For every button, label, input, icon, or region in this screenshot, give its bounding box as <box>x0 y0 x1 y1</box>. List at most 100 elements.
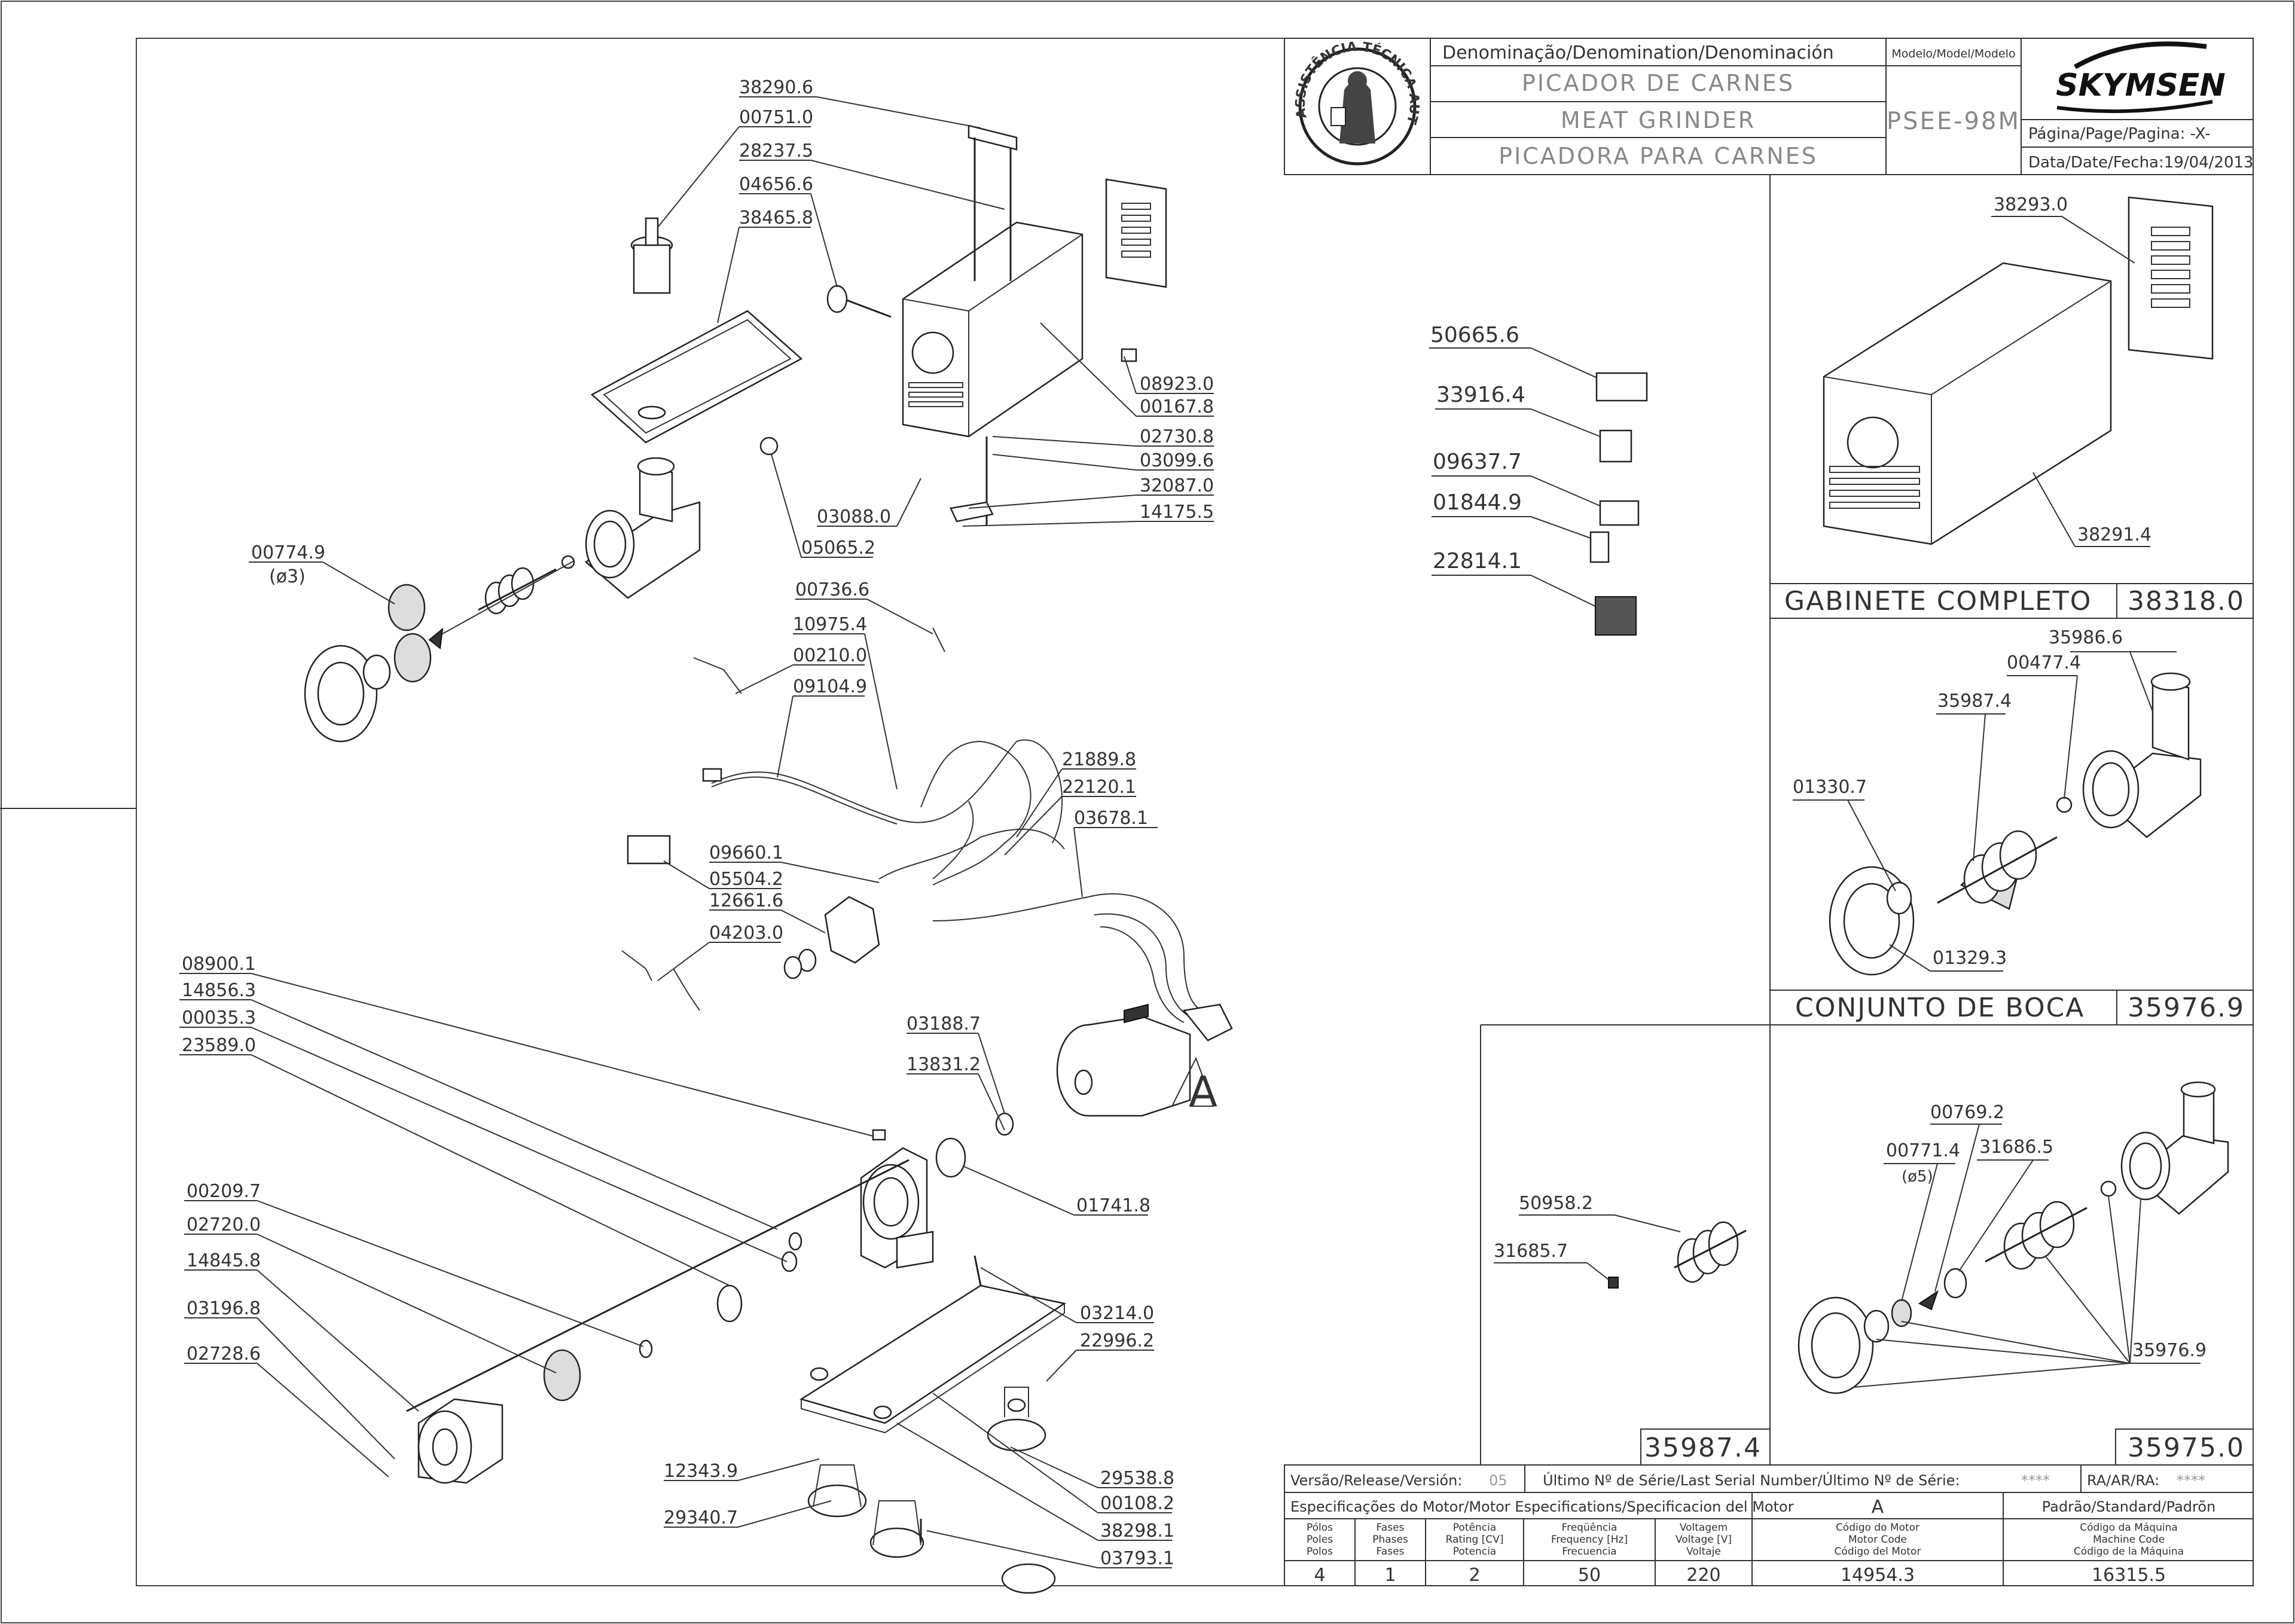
label-00751-0: 00751.0 <box>739 107 813 128</box>
serial-label: Último Nº de Série/Last Serial Number/Úl… <box>1543 1471 1960 1489</box>
decal-01844-9 <box>1589 531 1610 563</box>
product-name-pt: PICADOR DE CARNES <box>1522 70 1795 96</box>
authorized-service-seal: ASSISTÊNCIA TÉCNICA AUTORIZADA <box>0 0 1421 166</box>
gabinete-title: GABINETE COMPLETO <box>1784 586 2092 616</box>
label-09660-1: 09660.1 <box>709 842 783 863</box>
boca-code: 35976.9 <box>2128 993 2245 1023</box>
col-voltage-h3: Voltaje <box>1686 1546 1721 1558</box>
mouth-assembly-drawing <box>1829 672 2202 976</box>
label-03088-0: 03088.0 <box>817 506 891 527</box>
label-03188-7: 03188.7 <box>907 1014 981 1034</box>
boca5-code: 35975.0 <box>2128 1433 2245 1463</box>
label-05504-2: 05504.2 <box>709 869 783 890</box>
col-voltage-value: 220 <box>1686 1565 1720 1586</box>
motor-spec-title: Especificações do Motor/Motor Especifica… <box>1290 1498 1794 1515</box>
motor-spec-table: Especificações do Motor/Motor Especifica… <box>1284 1492 2254 1586</box>
svg-text:ASSISTÊNCIA TÉCNICA AUTORIZADA: ASSISTÊNCIA TÉCNICA AUTORIZADA <box>0 0 1421 126</box>
label-35986-6: 35986.6 <box>2049 627 2123 648</box>
denomination-label: Denominação/Denomination/Denominación <box>1442 42 1834 63</box>
label-00035-3: 00035.3 <box>182 1008 256 1028</box>
title-block: ASSISTÊNCIA TÉCNICA AUTORIZADA Denominaç… <box>0 0 2254 175</box>
label-38290-6: 38290.6 <box>739 77 813 98</box>
label-04203-0: 04203.0 <box>709 923 783 944</box>
label-29340-7: 29340.7 <box>664 1507 738 1528</box>
label-00736-6: 00736.6 <box>795 579 869 600</box>
label-31686-5: 31686.5 <box>1979 1137 2053 1158</box>
label-01329-3: 01329.3 <box>1933 948 2007 969</box>
label-38298-1: 38298.1 <box>1100 1521 1174 1541</box>
label-14175-5: 14175.5 <box>1140 502 1214 523</box>
label-21889-8: 21889.8 <box>1062 749 1136 770</box>
product-name-en: MEAT GRINDER <box>1561 107 1756 133</box>
col-machine-code-h2: Machine Code <box>2093 1534 2165 1546</box>
label-50958-2: 50958.2 <box>1519 1193 1593 1214</box>
col-rating-h3: Potencia <box>1453 1546 1496 1558</box>
col-frequency-value: 50 <box>1578 1565 1601 1586</box>
label-01844-9: 01844.9 <box>1433 490 1522 515</box>
label-14845-8: 14845.8 <box>187 1250 261 1271</box>
ra-label: RA/AR/RA: <box>2087 1472 2159 1489</box>
label-28237-5: 28237.5 <box>739 141 813 161</box>
decal-50665-6 <box>1595 372 1648 402</box>
col-poles-h2: Poles <box>1307 1534 1333 1546</box>
label-05065-2: 05065.2 <box>801 538 875 558</box>
drawing-frame <box>136 38 2254 1586</box>
decals-column: 50665.6 33916.4 09637.7 01844.9 22814.1 <box>1429 323 1648 636</box>
decal-22814-1 <box>1595 596 1637 636</box>
label-38293-0: 38293.0 <box>1994 194 2068 215</box>
boca-title: CONJUNTO DE BOCA <box>1795 993 2085 1023</box>
label-01741-8: 01741.8 <box>1076 1195 1150 1216</box>
label-02720-0: 02720.0 <box>187 1214 261 1235</box>
label-12343-9: 12343.9 <box>664 1461 738 1482</box>
col-motor-code-value: 14954.3 <box>1841 1565 1915 1586</box>
motor-spec-letter: A <box>1872 1497 1884 1518</box>
label-29538-8: 29538.8 <box>1100 1468 1174 1489</box>
model-label: Modelo/Model/Modelo <box>1891 47 2015 60</box>
col-poles-h3: Polos <box>1307 1546 1333 1558</box>
col-rating-value: 2 <box>1469 1565 1480 1586</box>
decal-09637-7 <box>1599 500 1640 526</box>
skymsen-logo: SKYMSEN <box>2056 41 2226 114</box>
motor-letter-a: A <box>1189 1067 1217 1116</box>
decal-33916-4 <box>1599 429 1632 463</box>
col-motor-code-h3: Código del Motor <box>1835 1546 1921 1558</box>
label-00167-8: 00167.8 <box>1140 396 1214 417</box>
standard-label: Padrão/Standard/Padrõn <box>2042 1498 2216 1515</box>
label-32087-0: 32087.0 <box>1140 475 1214 496</box>
label-31685-7: 31685.7 <box>1494 1241 1568 1262</box>
boca5-panel: 35975.0 00771.4 (ø5) 00769.2 31686.5 <box>1797 1081 2245 1463</box>
serial-value: **** <box>2021 1472 2050 1489</box>
brand-name: SKYMSEN <box>2056 68 2226 103</box>
col-phases-h2: Phases <box>1372 1534 1408 1546</box>
label-phi3: (ø3) <box>269 566 306 587</box>
label-35987-4: 35987.4 <box>1937 691 2012 712</box>
label-00209-7: 00209.7 <box>187 1181 261 1202</box>
gabinete-code: 38318.0 <box>2128 586 2245 616</box>
label-23589-0: 23589.0 <box>182 1035 256 1056</box>
label-02730-8: 02730.8 <box>1140 426 1214 447</box>
label-09104-9: 09104.9 <box>793 676 867 697</box>
label-00210-0: 00210.0 <box>793 645 867 666</box>
ra-value: **** <box>2177 1472 2205 1489</box>
label-00771-4: 00771.4 <box>1886 1140 1960 1161</box>
label-09637-7: 09637.7 <box>1433 450 1522 474</box>
col-phases-value: 1 <box>1384 1565 1396 1586</box>
label-38291-4: 38291.4 <box>2077 524 2151 545</box>
page-indicator: Página/Page/Pagina: -X- <box>2028 125 2211 143</box>
col-rating-h1: Potência <box>1453 1522 1496 1534</box>
label-14856-3: 14856.3 <box>182 980 256 1001</box>
label-03678-1: 03678.1 <box>1074 808 1148 829</box>
label-22120-1: 22120.1 <box>1062 777 1136 798</box>
label-phi5: (ø5) <box>1902 1168 1933 1186</box>
version-value: 05 <box>1489 1472 1507 1489</box>
release-row: Versão/Release/Versión: 05 Último Nº de … <box>1284 1464 2254 1493</box>
label-00774-9: 00774.9 <box>251 542 325 563</box>
label-03196-8: 03196.8 <box>187 1298 261 1319</box>
label-08923-0: 08923.0 <box>1140 374 1214 395</box>
label-04656-6: 04656.6 <box>739 174 813 195</box>
col-rating-h2: Rating [CV] <box>1446 1534 1504 1546</box>
product-name-es: PICADORA PARA CARNES <box>1499 143 1818 169</box>
label-03099-6: 03099.6 <box>1140 450 1214 471</box>
